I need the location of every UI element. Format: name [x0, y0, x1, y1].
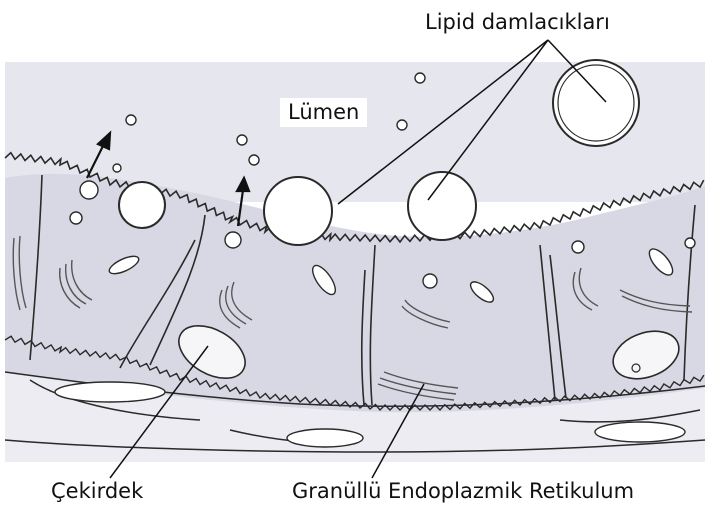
- lipid-droplet: [119, 182, 165, 228]
- lipid-droplet: [553, 60, 639, 146]
- label-nucleus: Çekirdek: [51, 481, 143, 502]
- capillary-nucleus: [595, 422, 685, 442]
- label-lumen: Lümen: [280, 98, 367, 127]
- label-lipid-droplets: Lipid damlacıkları: [425, 12, 610, 33]
- label-rough-er: Granüllü Endoplazmik Retikulum: [292, 481, 634, 502]
- capillary-nucleus: [287, 429, 363, 447]
- capillary-nucleus: [55, 382, 165, 402]
- lipid-droplet: [264, 177, 332, 245]
